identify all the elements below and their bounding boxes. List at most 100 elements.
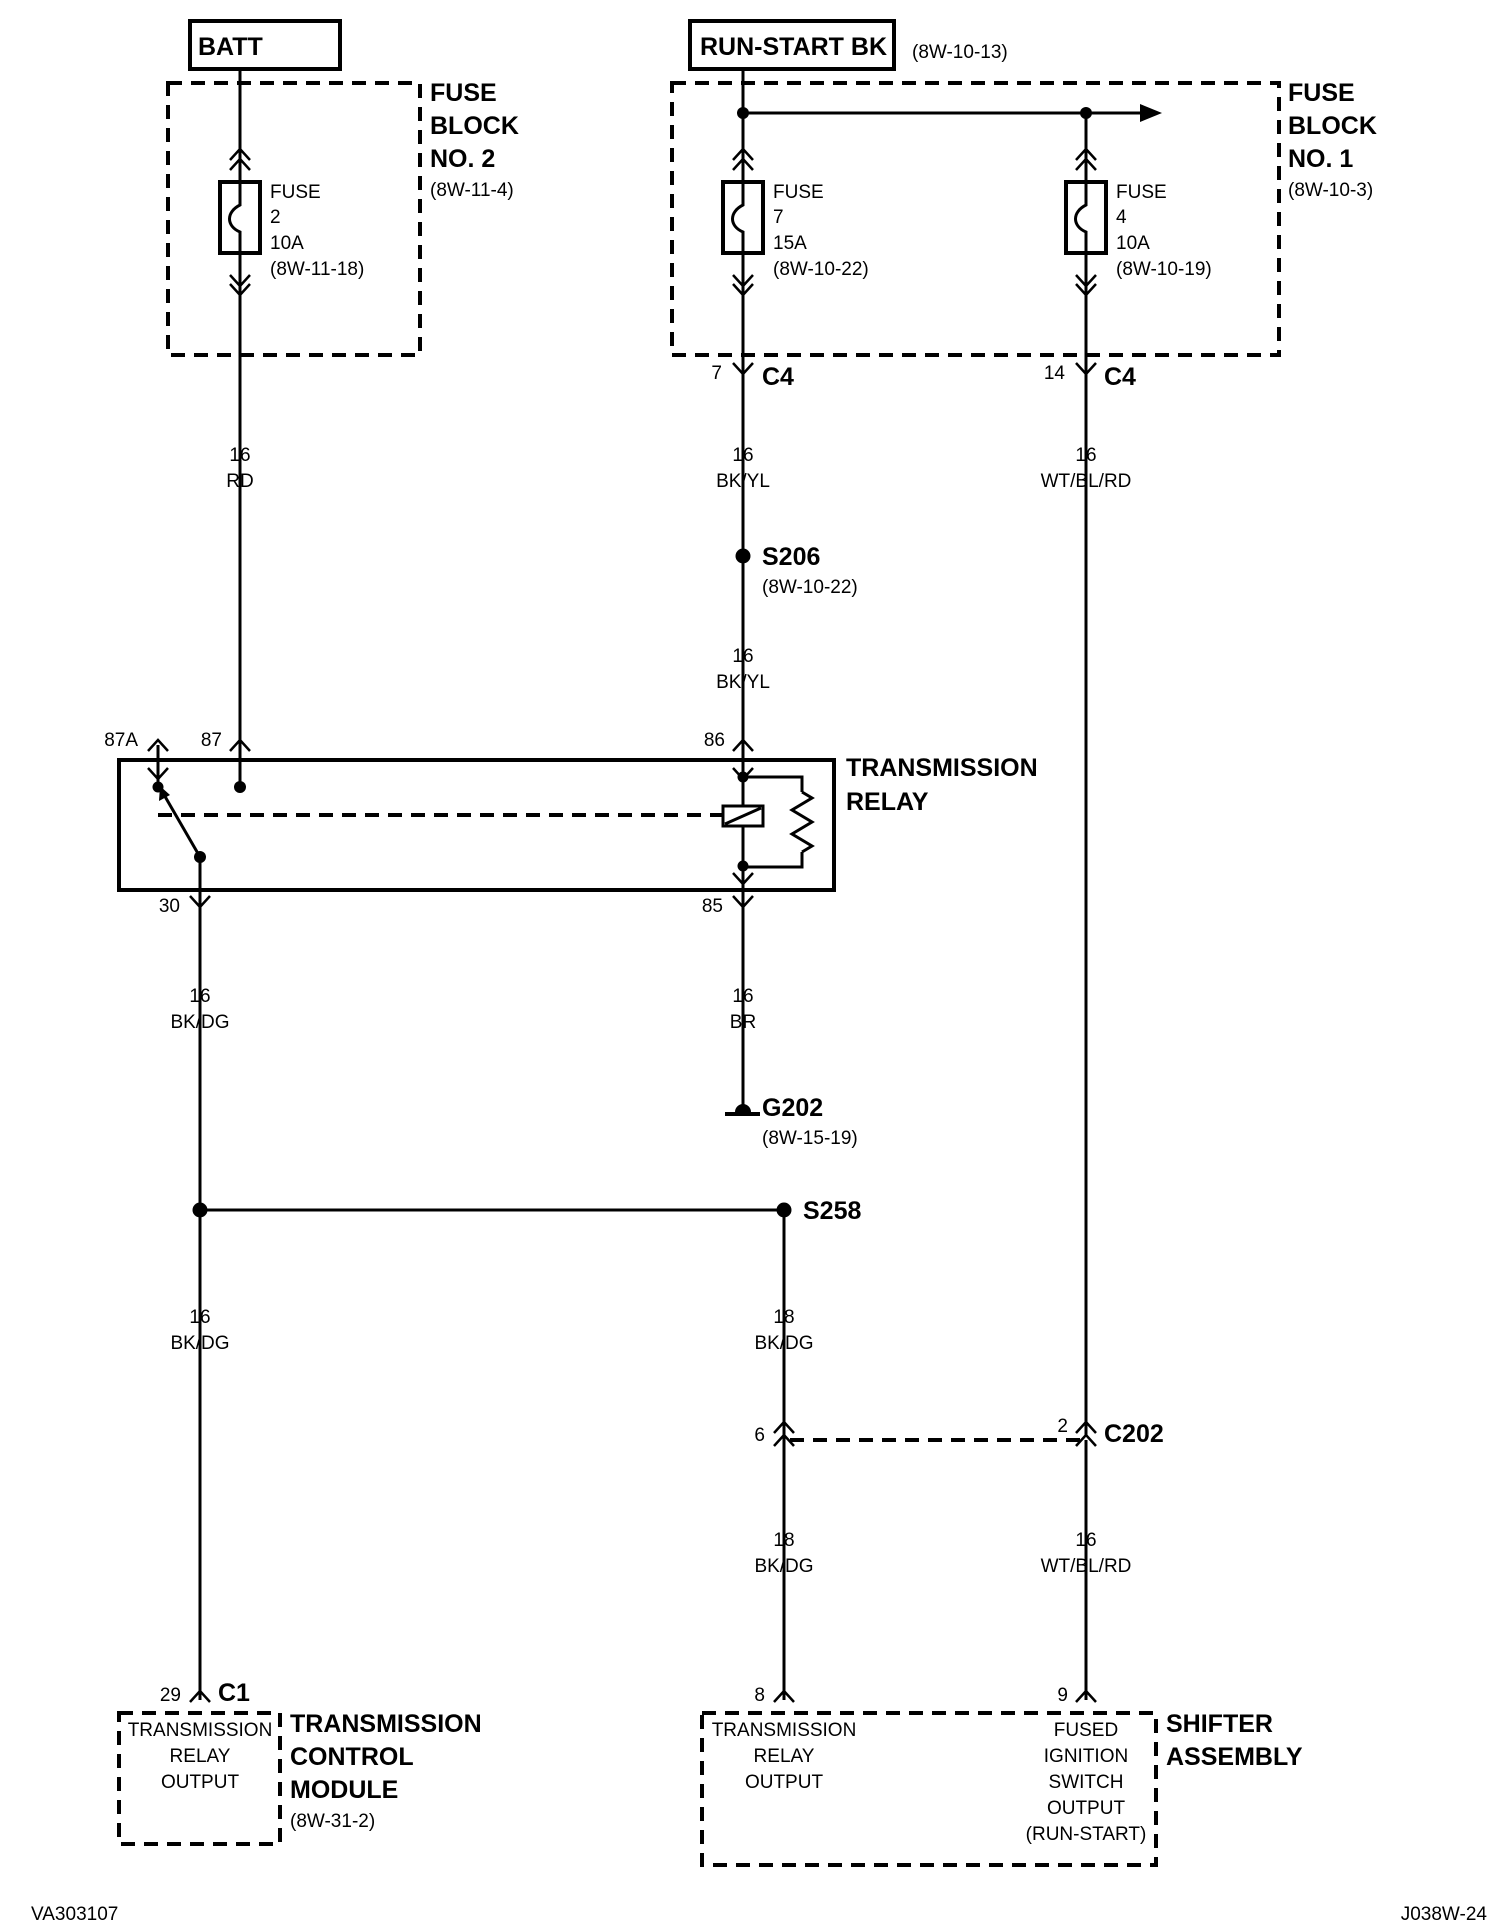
fuse-2-label-3: 10A xyxy=(270,233,304,254)
fuse-2-element-icon xyxy=(228,182,242,253)
tcm-title-2: CONTROL xyxy=(290,1743,414,1771)
c4-pin-14: 14 xyxy=(1044,363,1066,384)
wire-bkyl-1-gauge: 16 xyxy=(732,445,753,466)
run-start-ref: (8W-10-13) xyxy=(912,42,1008,63)
tcm-title-1: TRANSMISSION xyxy=(290,1710,482,1738)
fuse-7-label-2: 7 xyxy=(773,207,784,228)
fuse-block-1-box xyxy=(670,81,1281,357)
tcm-pin-text-3: OUTPUT xyxy=(161,1772,240,1793)
footer-left-code: VA303107 xyxy=(31,1904,118,1925)
ground-g202-ref: (8W-15-19) xyxy=(762,1128,858,1149)
relay-coil-slash xyxy=(724,806,762,826)
fuse-block-2-title-2: BLOCK xyxy=(430,112,519,140)
fuse-4-element-icon xyxy=(1074,182,1088,253)
tcm-ref: (8W-31-2) xyxy=(290,1811,375,1832)
shifter-pin-8: 8 xyxy=(754,1685,765,1706)
run-start-source-box xyxy=(688,19,896,71)
fuse-7-label-3: 15A xyxy=(773,233,807,254)
shifter-pin8-text-2: RELAY xyxy=(754,1746,815,1767)
shifter-pin-9: 9 xyxy=(1057,1685,1068,1706)
fuse-block-1-ref: (8W-10-3) xyxy=(1288,180,1373,201)
fuse-2-label-2: 2 xyxy=(270,207,281,228)
fuse-block-1-title-3: NO. 1 xyxy=(1288,145,1353,173)
wire-wtblrd-2-color: WT/BL/RD xyxy=(1041,1556,1132,1577)
fuse-block-2-title-1: FUSE xyxy=(430,79,497,107)
fuse-block-2-box xyxy=(166,81,422,357)
tcm-pin-text-2: RELAY xyxy=(170,1746,231,1767)
shifter-pin9-text-1: FUSED xyxy=(1054,1720,1118,1741)
wire-bkyl-1-color: BK/YL xyxy=(716,471,770,492)
c202-pin-6: 6 xyxy=(754,1425,765,1446)
shifter-pin9-text-4: OUTPUT xyxy=(1047,1798,1126,1819)
wire-br-color: BR xyxy=(730,1012,756,1033)
batt-label: BATT xyxy=(198,33,263,61)
c4-label-right: C4 xyxy=(1104,363,1136,391)
ground-icon xyxy=(735,1104,751,1112)
wire-rd-gauge: 16 xyxy=(229,445,250,466)
relay-title-1: TRANSMISSION xyxy=(846,754,1038,782)
fuse-7-label-1: FUSE xyxy=(773,182,824,203)
relay-pin-87-connector-icon xyxy=(229,738,251,752)
relay-pin-86-connector-icon xyxy=(732,738,754,752)
relay-switch-arm xyxy=(161,792,202,858)
female-terminal-icon xyxy=(732,872,754,886)
resistor-bridge xyxy=(743,775,804,792)
female-terminal-icon xyxy=(1075,147,1097,171)
transmission-relay-box xyxy=(117,758,836,892)
shifter-pin8-text-3: OUTPUT xyxy=(745,1772,824,1793)
bus-junction-dot xyxy=(737,107,749,119)
wire-wtblrd-1-color: WT/BL/RD xyxy=(1041,471,1132,492)
fuse-4-label-4: (8W-10-19) xyxy=(1116,259,1212,280)
wire-br-gauge: 16 xyxy=(732,986,753,1007)
splice-s206-label: S206 xyxy=(762,543,820,571)
relay-pin-87a-connector-icon xyxy=(147,738,169,752)
fuse-4-label-1: FUSE xyxy=(1116,182,1167,203)
c202-pin-2: 2 xyxy=(1057,1416,1068,1437)
footer-right-code: J038W-24 xyxy=(1401,1904,1488,1925)
c1-pin-29-connector-icon xyxy=(189,1689,211,1703)
relay-pin-87a: 87A xyxy=(104,730,138,751)
fuse-2-label-1: FUSE xyxy=(270,182,321,203)
relay-pin-87: 87 xyxy=(201,730,222,751)
fuse-7-element-icon xyxy=(731,182,745,253)
tcm-pin-text-1: TRANSMISSION xyxy=(128,1720,273,1741)
c4-label-left: C4 xyxy=(762,363,794,391)
splice-s258-label: S258 xyxy=(803,1197,861,1225)
bus-continues-arrow-icon xyxy=(1140,104,1162,122)
shifter-pin9-text-2: IGNITION xyxy=(1044,1746,1128,1767)
wire-bkdg-1-color: BK/DG xyxy=(170,1012,229,1033)
relay-85-contact xyxy=(737,860,749,872)
wire-bkyl-2-gauge: 16 xyxy=(732,646,753,667)
shifter-pin-8-connector-icon xyxy=(773,1689,795,1703)
shifter-pin-9-connector-icon xyxy=(1075,1689,1097,1703)
relay-pin-30: 30 xyxy=(159,896,180,917)
run-start-label: RUN-START BK xyxy=(700,33,887,61)
c202-pin-2-connector-icon xyxy=(1075,1420,1097,1447)
tcm-title-3: MODULE xyxy=(290,1776,398,1804)
wire-rd-color: RD xyxy=(226,471,253,492)
switch-arrow-icon xyxy=(159,786,170,801)
shifter-title-1: SHIFTER xyxy=(1166,1710,1273,1738)
splice-s206-dot xyxy=(735,548,751,564)
wire-bkdg-1-gauge: 16 xyxy=(189,986,210,1007)
fuse-block-1-title-1: FUSE xyxy=(1288,79,1355,107)
c1-label: C1 xyxy=(218,1679,250,1707)
splice-junction-dot xyxy=(192,1202,208,1218)
wire-bkdg-18a-color: BK/DG xyxy=(754,1333,813,1354)
shifter-pin8-text-1: TRANSMISSION xyxy=(712,1720,857,1741)
ground-g202-label: G202 xyxy=(762,1094,823,1122)
batt-source-box xyxy=(188,19,342,71)
c202-label: C202 xyxy=(1104,1420,1164,1448)
tcm-box xyxy=(117,1711,282,1846)
c1-pin-29: 29 xyxy=(160,1685,181,1706)
shifter-pin9-text-5: (RUN-START) xyxy=(1026,1824,1147,1845)
shifter-title-2: ASSEMBLY xyxy=(1166,1743,1303,1771)
relay-pin-86: 86 xyxy=(704,730,725,751)
wire-bkdg-18b-gauge: 18 xyxy=(773,1530,794,1551)
shifter-assembly-box xyxy=(700,1711,1158,1867)
fuse-4-label-2: 4 xyxy=(1116,207,1127,228)
c4-pin-7: 7 xyxy=(711,363,722,384)
fuse-block-2-ref: (8W-11-4) xyxy=(430,180,514,201)
wire-bkdg-2-color: BK/DG xyxy=(170,1333,229,1354)
